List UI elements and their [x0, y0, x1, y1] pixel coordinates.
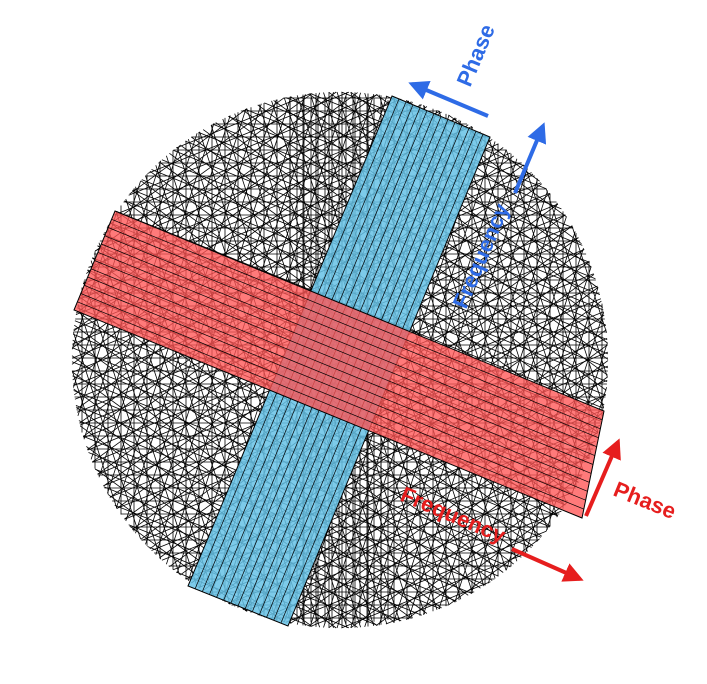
parallel-line [103, 104, 422, 234]
parallel-line [147, 91, 350, 174]
red-band-line [108, 227, 601, 430]
red-band [73, 210, 605, 519]
parallel-line [310, 530, 547, 627]
red-band-line [97, 251, 595, 456]
red-phase-label: Phase [610, 476, 679, 523]
parallel-line [175, 93, 311, 149]
parallel-line [448, 538, 540, 606]
blue-frequency-arrow-icon [513, 122, 547, 194]
red-band-line [111, 218, 603, 421]
red-phase-arrow-icon [584, 438, 621, 517]
red-frequency-arrow-icon [511, 547, 584, 582]
red-band-line [101, 243, 597, 448]
blue-phase-arrow-icon [408, 80, 489, 118]
parallel-line [132, 338, 608, 531]
red-band-line [80, 293, 586, 501]
red-band-line [84, 284, 588, 492]
red-band-line [104, 235, 599, 439]
parallel-line [341, 553, 526, 629]
red-band-line [94, 260, 594, 465]
red-band-lines [77, 218, 603, 510]
red-band-line [87, 276, 590, 483]
parallel-line [114, 98, 402, 216]
parallel-line [128, 94, 378, 196]
blue-phase-label: Phase [452, 21, 500, 90]
parallel-line [545, 188, 608, 378]
red-band-line [90, 268, 592, 474]
parallel-line [107, 97, 285, 226]
parallel-line [129, 108, 248, 195]
parallel-line [505, 149, 599, 433]
parallel-line [264, 491, 574, 618]
red-band-line [77, 301, 584, 510]
parallel-line [385, 581, 491, 625]
parallel-line [524, 166, 605, 409]
